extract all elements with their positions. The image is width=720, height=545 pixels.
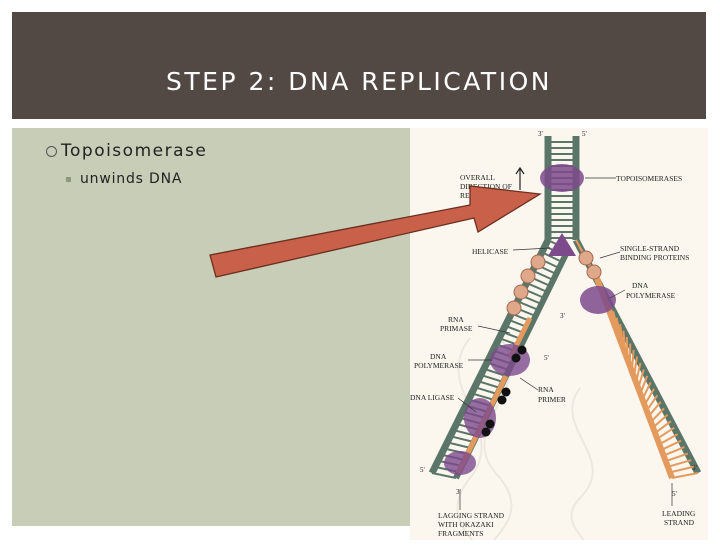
label-lagging-2: WITH OKAZAKI [438,520,494,529]
title-bar: STEP 2: DNA REPLICATION [12,12,706,119]
end-label-mid-3: 3' [560,312,565,320]
circle-bullet-icon [46,146,57,157]
square-bullet-icon [66,177,71,182]
label-leaders [458,178,672,510]
end-label-top-5: 5' [582,130,587,138]
direction-arrow [516,168,524,190]
label-helicase: HELICASE [472,247,509,256]
label-pol-left-1: DNA [430,352,447,361]
label-lagging-3: FRAGMENTS [438,529,483,538]
end-label-br-3: 3' [692,464,697,472]
label-leading-2: STRAND [664,518,695,527]
label-lagging-1: LAGGING STRAND [438,511,505,520]
replication-fork-svg: TOPOISOMERASES OVERALL DIRECTION OF REPL… [410,128,708,540]
label-leading-1: LEADING [662,509,696,518]
dna-polymerase-right [580,286,616,314]
sub-bullet-unwinds: unwinds DNA [66,171,182,187]
end-label-bl-3: 3' [456,488,461,496]
bullet-text: Topoisomerase [61,141,207,161]
sub-bullet-text: unwinds DNA [80,171,182,187]
end-label-bl-5: 5' [420,466,425,474]
content-panel [12,128,412,526]
label-dna-ligase: DNA LIGASE [410,393,455,402]
label-ssb-1: SINGLE-STRAND [620,244,680,253]
end-label-mid-5: 5' [544,354,549,362]
label-pol-left-2: POLYMERASE [414,361,464,370]
label-pol-right-2: POLYMERASE [626,291,676,300]
dna-ligase-protein [464,398,496,438]
topoisomerase-protein [540,164,584,192]
end-label-top-3: 3' [538,130,543,138]
label-ssb-2: BINDING PROTEINS [620,253,689,262]
replication-fork-diagram: TOPOISOMERASES OVERALL DIRECTION OF REPL… [410,128,708,540]
end-label-br-5: 5' [672,490,677,498]
label-primer-1: RNA [538,385,554,394]
label-primase-2: PRIMASE [440,324,473,333]
polymerase-bottom [444,451,476,475]
label-pol-right-1: DNA [632,281,649,290]
label-primase-1: RNA [448,315,464,324]
bullet-topoisomerase: Topoisomerase [46,141,207,161]
label-topoisomerases: TOPOISOMERASES [616,174,682,183]
label-primer-2: PRIMER [538,395,566,404]
slide-title: STEP 2: DNA REPLICATION [12,67,706,96]
helicase-protein [548,233,576,256]
label-direction-1: OVERALL [460,173,495,182]
label-direction-2: DIRECTION OF [460,182,512,191]
label-direction-3: REPLICATION [460,191,509,200]
